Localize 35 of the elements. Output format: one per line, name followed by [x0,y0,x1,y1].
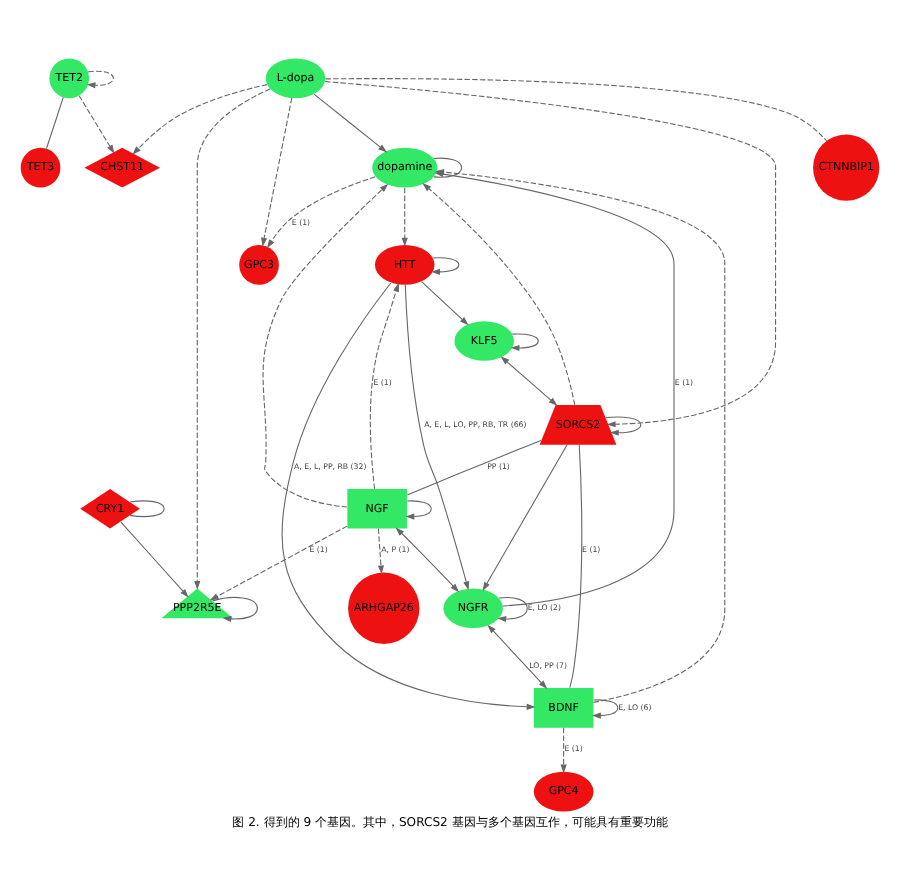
arrow [497,596,528,623]
arrow [86,70,114,89]
arrow [313,93,388,153]
connector [569,444,583,689]
arrow [404,284,470,591]
arrow [209,525,348,601]
arrow [422,183,576,406]
arrow [78,95,115,154]
arrow [324,81,777,428]
arrow [377,528,384,575]
connector [129,500,165,518]
arrow [482,444,568,591]
arrow [421,281,469,326]
arrow [487,624,548,689]
arrow [281,282,536,710]
arrow [401,187,408,247]
arrow [500,356,558,406]
connector [45,96,64,150]
arrow [120,521,189,598]
connector [324,78,828,142]
connector [406,440,542,496]
arrow [510,333,539,352]
arrow [261,97,293,247]
arrow [395,527,460,593]
arrow [132,84,268,155]
arrow [405,500,432,520]
arrow [560,727,567,774]
arrow [592,699,619,719]
arrow [262,183,389,508]
arrow [194,88,271,590]
arrow [212,596,258,622]
arrow [369,282,399,490]
arrow [605,416,642,436]
arrow [431,257,460,275]
arrow [267,176,376,249]
